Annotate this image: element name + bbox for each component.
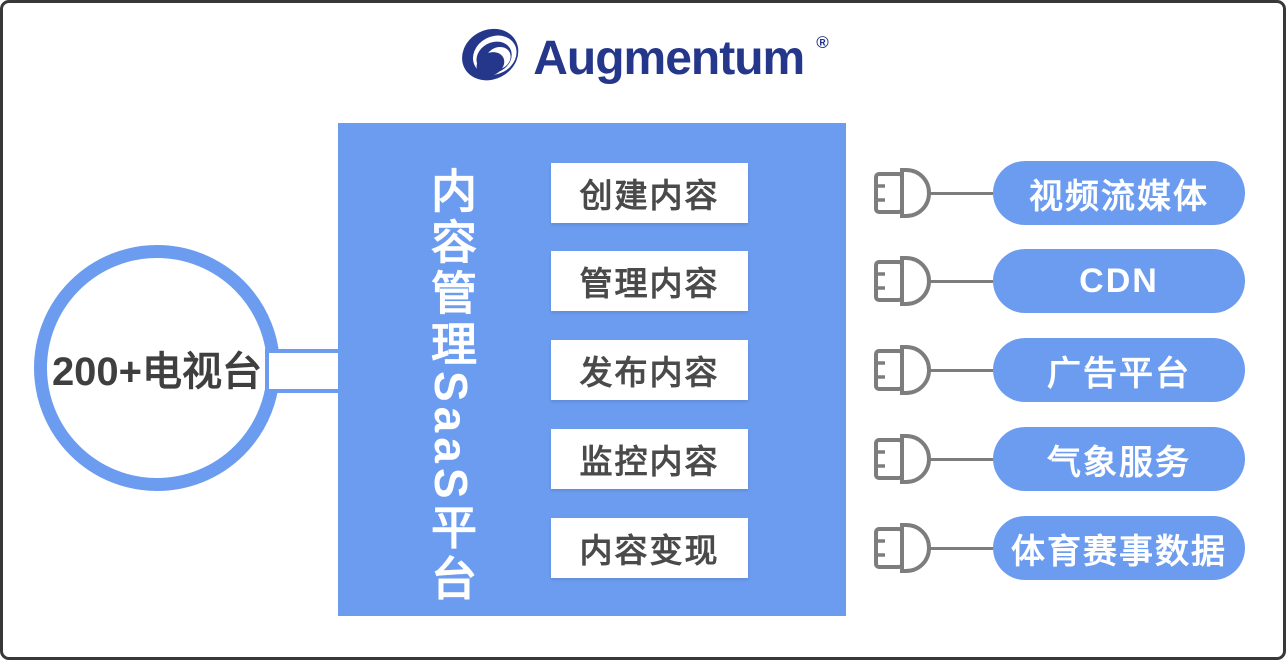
connector-wire (927, 191, 993, 195)
integration-row: 气象服务 (871, 427, 1249, 491)
plug-connector-icon (874, 523, 931, 573)
integration-pill-sports-data: 体育赛事数据 (993, 516, 1245, 580)
connector-wire (927, 546, 993, 550)
connector-wire (927, 368, 993, 372)
integration-row: 视频流媒体 (871, 161, 1249, 225)
integration-row: CDN (871, 249, 1249, 313)
plug-connector-icon (874, 345, 931, 395)
connector-wire (927, 279, 993, 283)
brand-logo: Augmentum ® (457, 27, 829, 91)
connector-wire (927, 457, 993, 461)
module-box-publish: 发布内容 (551, 340, 748, 400)
module-box-manage: 管理内容 (551, 251, 748, 311)
integration-row: 广告平台 (871, 338, 1249, 402)
source-circle: 200+电视台 (34, 245, 280, 491)
augmentum-swirl-icon (457, 28, 523, 91)
integration-pill-weather: 气象服务 (993, 427, 1245, 491)
plug-connector-icon (874, 256, 931, 306)
integration-pill-cdn: CDN (993, 249, 1245, 313)
integration-row: 体育赛事数据 (871, 516, 1249, 580)
module-box-create: 创建内容 (551, 163, 748, 223)
module-box-monetize: 内容变现 (551, 518, 748, 578)
plug-connector-icon (874, 434, 931, 484)
brand-name: Augmentum (533, 32, 805, 85)
registered-trademark-symbol: ® (816, 33, 829, 52)
integration-pill-streaming: 视频流媒体 (993, 161, 1245, 225)
plug-connector-icon (874, 168, 931, 218)
platform-title: 内容管理SaaS平台 (425, 167, 477, 606)
source-label: 200+电视台 (51, 350, 263, 394)
module-box-monitor: 监控内容 (551, 429, 748, 489)
integration-pill-ads: 广告平台 (993, 338, 1245, 402)
